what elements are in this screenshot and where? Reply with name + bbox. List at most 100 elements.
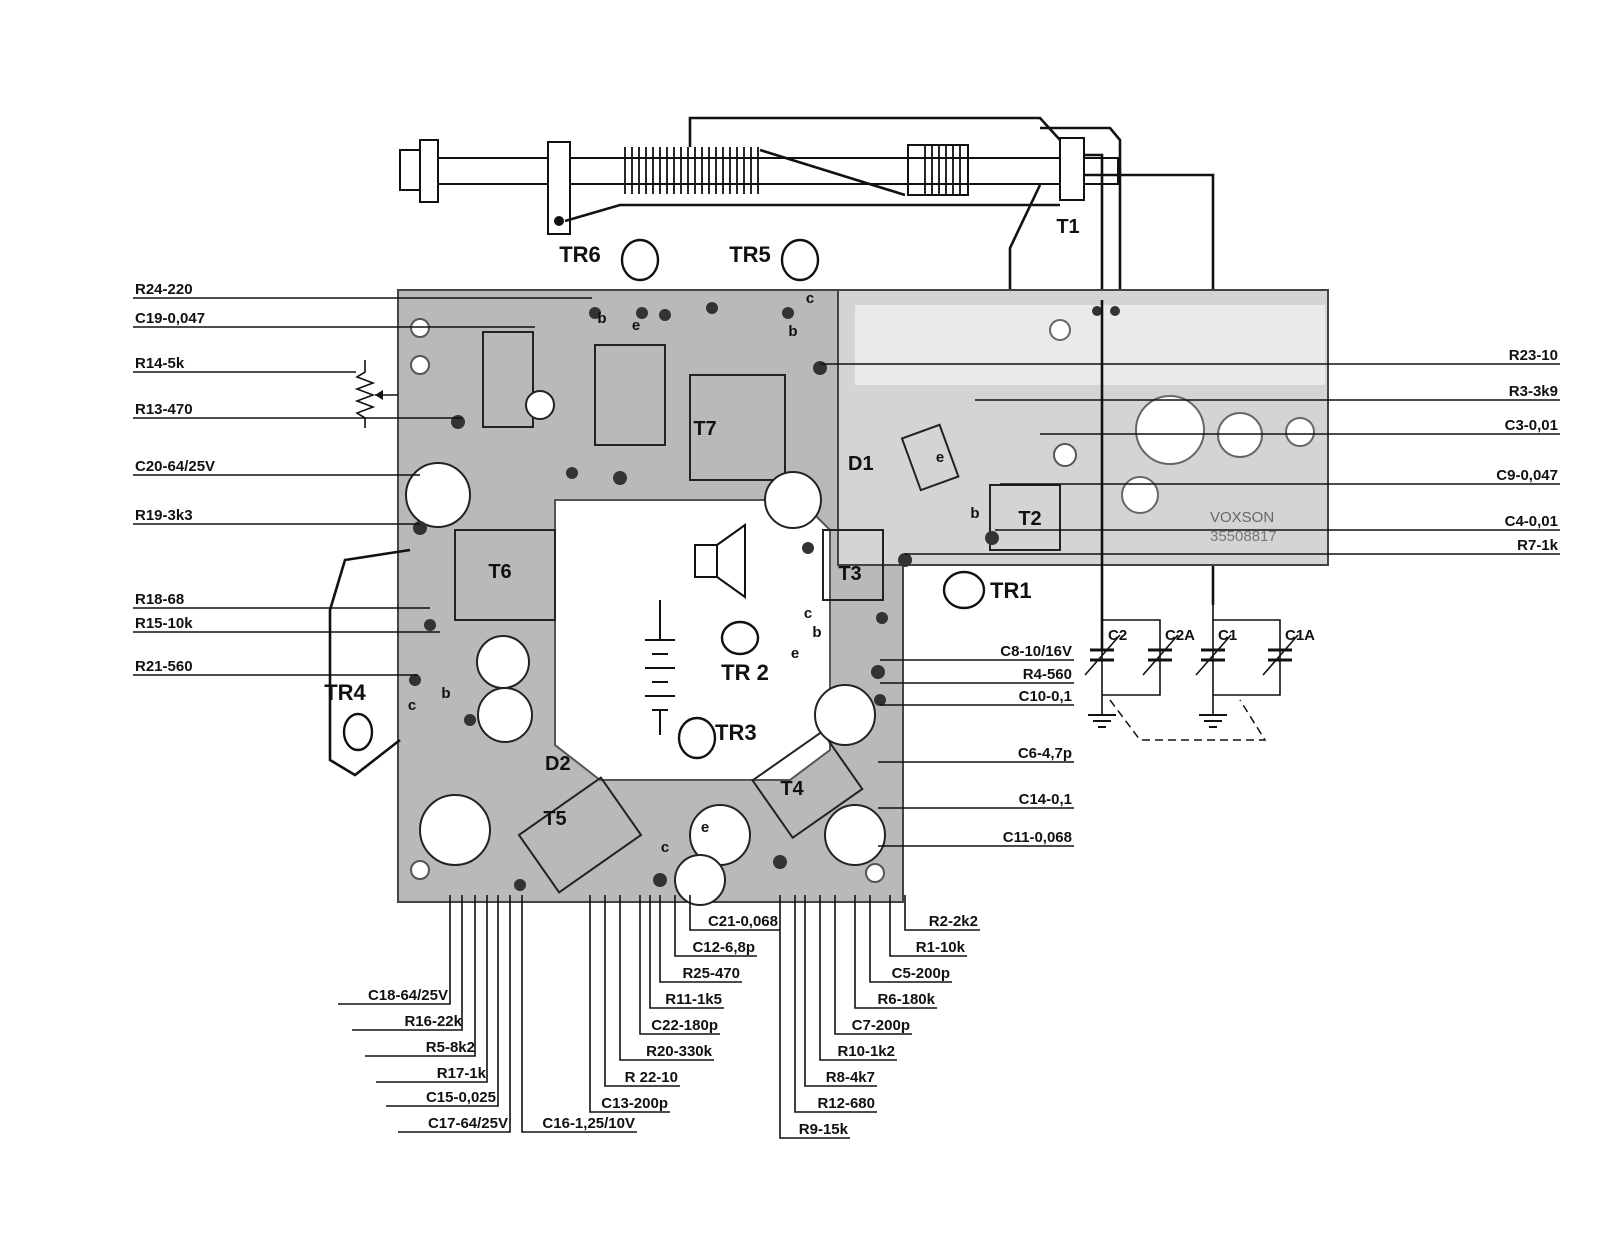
transistor-icons — [342, 238, 986, 760]
battery-icon — [645, 600, 675, 735]
label-r21-560: R21-560 — [135, 658, 193, 675]
leader-c16-1-25-10v — [521, 895, 637, 1133]
leader-r16-22k — [352, 895, 463, 1031]
label-c13-200p: C13-200p — [601, 1095, 668, 1112]
leader-r12-680 — [794, 895, 877, 1113]
label-r7-1k: R7-1k — [1517, 537, 1559, 554]
leader-c22-180p — [639, 895, 720, 1035]
label-r16-22k: R16-22k — [404, 1013, 462, 1030]
pin-b-0: b — [597, 310, 606, 327]
tuning-capacitors — [1084, 300, 1299, 741]
pin-e-8: e — [791, 645, 799, 662]
label-c12-6-8p: C12-6,8p — [692, 939, 755, 956]
leader-r17-1k — [376, 895, 488, 1083]
leader-r20-330k — [619, 895, 714, 1061]
label-r1-10k: R1-10k — [916, 939, 966, 956]
tag-tr4: TR4 — [324, 680, 366, 705]
leader-r8-4k7 — [804, 895, 877, 1087]
ground-icon — [1088, 714, 1227, 728]
leader-c5-200p — [869, 895, 952, 983]
label-r18-68: R18-68 — [135, 591, 184, 608]
leader-c15-0-025 — [386, 895, 499, 1107]
pin-e-5: e — [936, 449, 944, 466]
pin-c-2: c — [806, 290, 814, 307]
tag-t6: T6 — [488, 561, 511, 583]
label-r2-2k2: R2-2k2 — [929, 913, 978, 930]
pin-c-10: c — [408, 697, 416, 714]
tag-t5: T5 — [543, 808, 566, 830]
leader-r1-10k — [889, 895, 967, 957]
label-r17-1k: R17-1k — [437, 1065, 487, 1082]
label-r5-8k2: R5-8k2 — [426, 1039, 475, 1056]
label-r4-560: R4-560 — [1023, 666, 1072, 683]
label-c17-64-25v: C17-64/25V — [428, 1115, 508, 1132]
pin-c-12: c — [661, 839, 669, 856]
label-c10-0-1: C10-0,1 — [1019, 688, 1072, 705]
label-c6-4-7p: C6-4,7p — [1018, 745, 1072, 762]
tag-tr1: TR1 — [990, 578, 1032, 603]
tag-t1: T1 — [1056, 216, 1079, 238]
pin-c-6: c — [804, 605, 812, 622]
board-discs — [405, 390, 886, 906]
label-c5-200p: C5-200p — [892, 965, 950, 982]
label-c3-0-01: C3-0,01 — [1505, 417, 1558, 434]
label-c8-10-16v: C8-10/16V — [1000, 643, 1072, 660]
antenna-coil-right — [924, 145, 961, 195]
leader-r9-15k — [779, 895, 850, 1139]
pin-e-11: e — [701, 819, 709, 836]
leader-r10-1k2 — [819, 895, 897, 1061]
solder-pads — [409, 302, 1120, 891]
pin-b-3: b — [788, 323, 797, 340]
leader-c18-64-25v — [338, 895, 451, 1005]
label-c15-0-025: C15-0,025 — [426, 1089, 496, 1106]
tag-t7: T7 — [693, 418, 716, 440]
leader-r-22-10 — [604, 895, 680, 1087]
label-r3-3k9: R3-3k9 — [1509, 383, 1558, 400]
tag-c1: C1 — [1218, 627, 1237, 644]
label-r14-5k: R14-5k — [135, 355, 185, 372]
label-r-22-10: R 22-10 — [625, 1069, 678, 1086]
label-r19-3k3: R19-3k3 — [135, 507, 193, 524]
label-c21-0-068: C21-0,068 — [708, 913, 778, 930]
label-c11-0-068: C11-0,068 — [1003, 829, 1072, 846]
label-c16-1-25-10v: C16-1,25/10V — [542, 1115, 635, 1132]
tag-c1a: C1A — [1285, 627, 1315, 644]
label-r23-10: R23-10 — [1509, 347, 1558, 364]
tag-c2a: C2A — [1165, 627, 1195, 644]
antenna-coil-left — [624, 147, 759, 194]
leader-r5-8k2 — [365, 895, 476, 1057]
tag-d2: D2 — [545, 753, 571, 775]
label-layer: R24-220C19-0,047R14-5kR13-470C20-64/25VR… — [135, 281, 1559, 1138]
board-code: 35508817 — [1210, 528, 1277, 545]
ferrite-antenna — [399, 116, 1215, 605]
label-r24-220: R24-220 — [135, 281, 193, 298]
label-c19-0-047: C19-0,047 — [135, 310, 205, 327]
leader-c21-0-068 — [689, 895, 780, 931]
label-c14-0-1: C14-0,1 — [1019, 791, 1072, 808]
tr4-wiring — [328, 548, 411, 777]
label-r8-4k7: R8-4k7 — [826, 1069, 875, 1086]
label-r25-470: R25-470 — [682, 965, 740, 982]
leader-r6-180k — [854, 895, 937, 1009]
label-r6-180k: R6-180k — [877, 991, 935, 1008]
pin-e-1: e — [632, 317, 640, 334]
label-c18-64-25v: C18-64/25V — [368, 987, 448, 1004]
tag-t2: T2 — [1018, 508, 1041, 530]
tag-tr3: TR3 — [715, 720, 757, 745]
label-c9-0-047: C9-0,047 — [1496, 467, 1558, 484]
leader-lines — [133, 297, 1560, 1139]
leader-c17-64-25v — [398, 895, 511, 1133]
label-c22-180p: C22-180p — [651, 1017, 718, 1034]
label-r12-680: R12-680 — [817, 1095, 875, 1112]
tag-tr5: TR5 — [729, 242, 771, 267]
pin-b-4: b — [970, 505, 979, 522]
volume-potentiometer — [354, 360, 398, 428]
board-outlines — [454, 331, 1061, 894]
leader-c12-6-8p — [674, 895, 757, 957]
pin-b-7: b — [812, 624, 821, 641]
leader-r2-2k2 — [904, 895, 980, 931]
label-r9-15k: R9-15k — [799, 1121, 849, 1138]
